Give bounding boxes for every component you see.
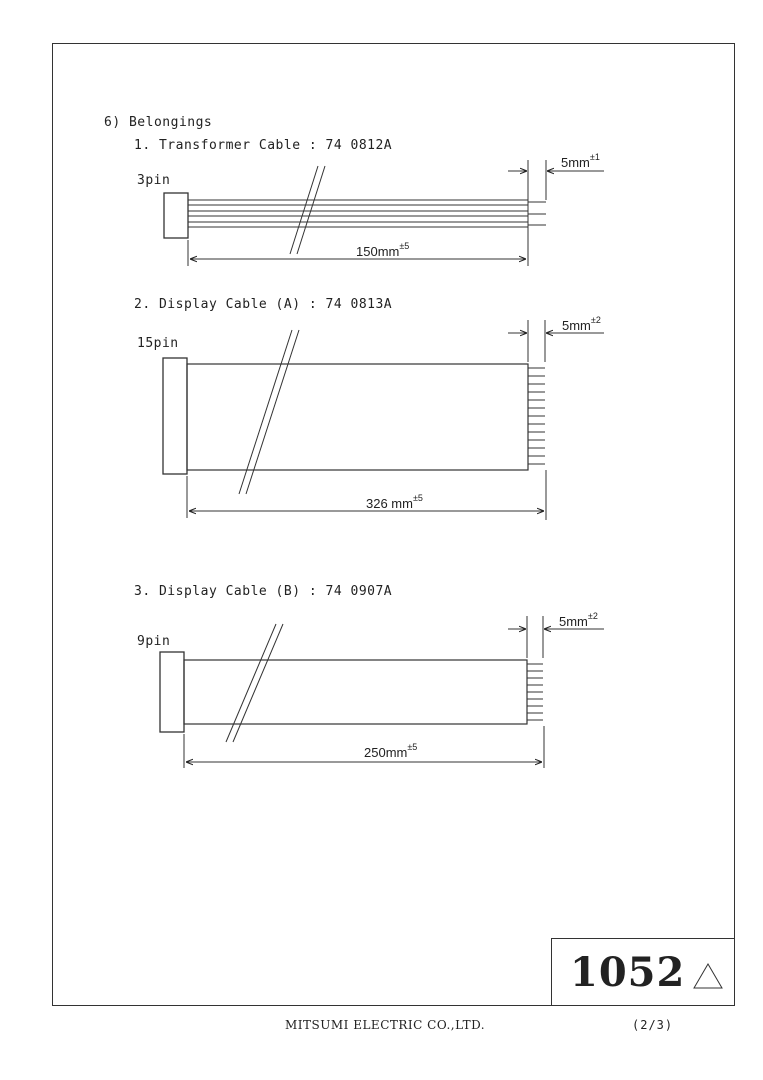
cable-1-title: 1. Transformer Cable : 74 0812A (134, 138, 393, 153)
cable-2-lead-dimension (508, 320, 604, 362)
cable-2-pin-label: 15pin (137, 336, 179, 351)
cable-1-length-label: 150mm±5 (356, 241, 409, 259)
section-heading: 6) Belongings (104, 115, 213, 130)
cable-3-break-mark (225, 623, 284, 743)
footer-company: MITSUMI ELECTRIC CO.,LTD. (285, 1018, 486, 1032)
cable-3-length-dimension (183, 726, 545, 768)
document-frame (52, 43, 735, 1006)
cable-3-leads (527, 663, 543, 721)
drawing-number: 1052 (570, 949, 686, 996)
cable-1-connector (163, 192, 189, 239)
cable-2-length-label: 326 mm±5 (366, 493, 423, 511)
cable-1-break-mark (289, 165, 326, 255)
revision-triangle-icon (693, 963, 723, 989)
footer-page-number: (2/3) (632, 1018, 674, 1032)
cable-3-ribbon (183, 659, 528, 725)
cable-1-pin-label: 3pin (137, 173, 171, 188)
cable-3-lead-label: 5mm±2 (559, 611, 598, 629)
cable-2-ribbon (186, 363, 529, 471)
cable-2-break-mark (238, 329, 300, 495)
drawing-number-box: 1052 (551, 938, 735, 1006)
cable-3-title: 3. Display Cable (B) : 74 0907A (134, 584, 393, 599)
cable-2-title: 2. Display Cable (A) : 74 0813A (134, 297, 393, 312)
cable-3-lead-dimension (508, 616, 604, 658)
cable-3-pin-label: 9pin (137, 634, 171, 649)
cable-3-connector (159, 651, 185, 733)
cable-1-lead-dimension (508, 160, 604, 200)
cable-1-lead-label: 5mm±1 (561, 152, 600, 170)
cable-3-length-label: 250mm±5 (364, 742, 417, 760)
cable-1-leads (528, 201, 546, 226)
cable-1-length-dimension (187, 160, 529, 266)
cable-2-lead-label: 5mm±2 (562, 315, 601, 333)
cable-1-wires (188, 199, 528, 228)
cable-2-leads (528, 367, 545, 465)
cable-2-length-dimension (186, 470, 547, 520)
cable-2-connector (162, 357, 188, 475)
